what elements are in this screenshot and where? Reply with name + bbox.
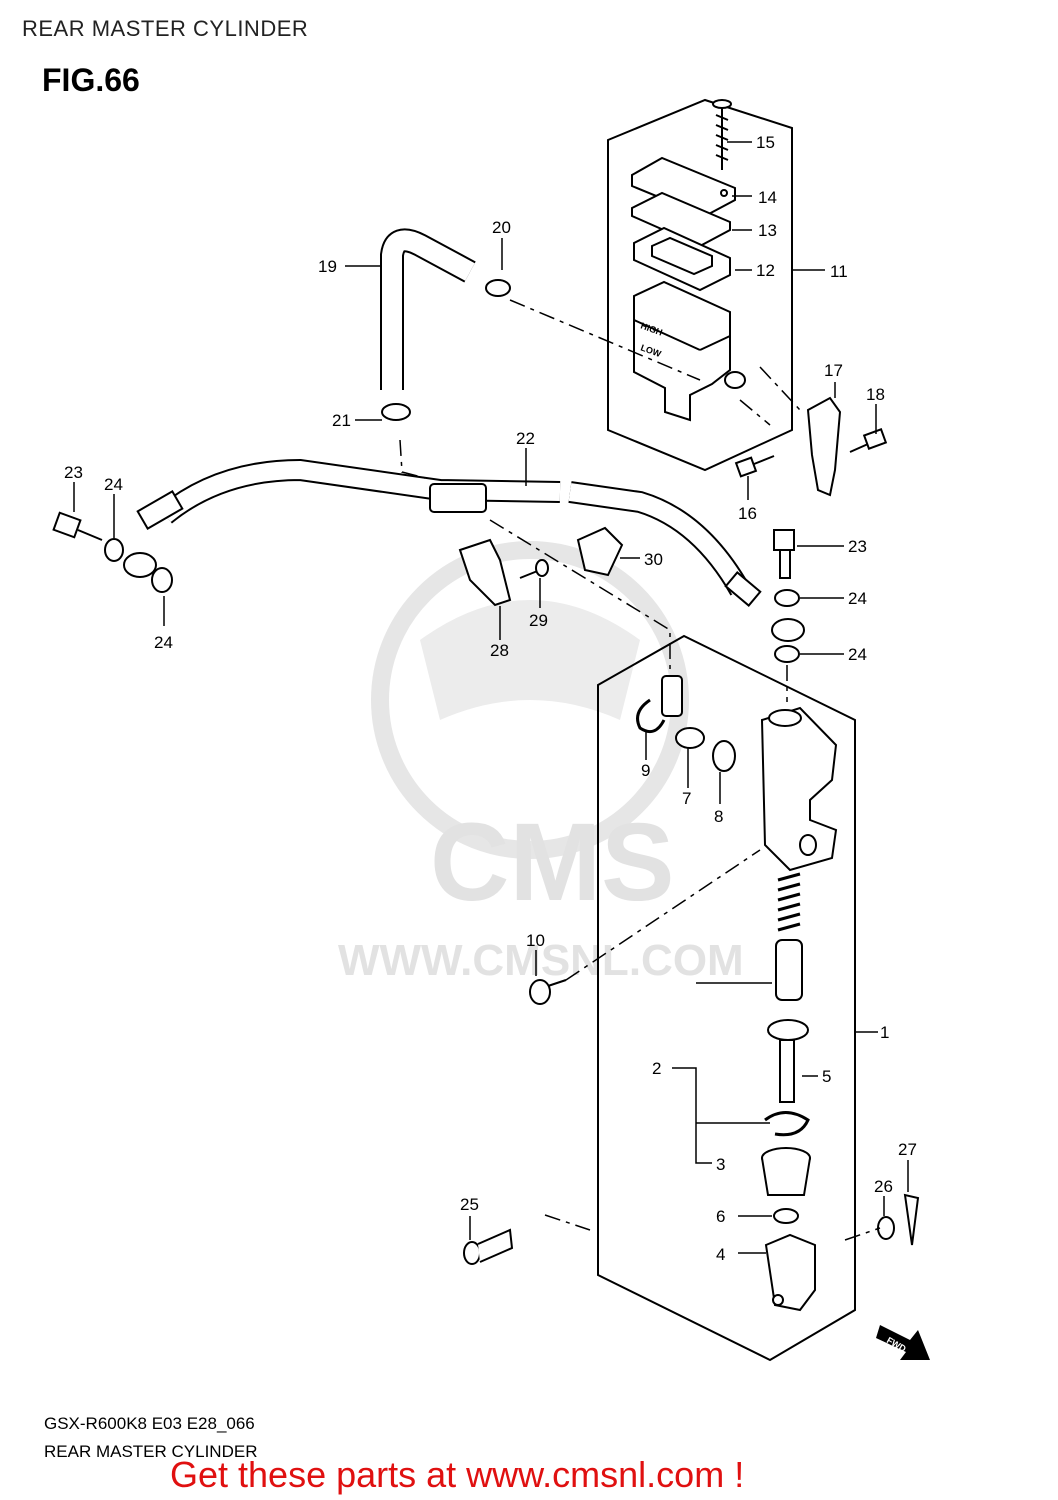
section-name: REAR MASTER CYLINDER: [44, 1442, 258, 1461]
piston-assembly-2: [767, 939, 809, 1041]
callout-25: 25: [460, 1195, 479, 1214]
plate-13: [631, 191, 731, 248]
guide-lines: [399, 299, 881, 1241]
boot-3: [761, 1147, 811, 1196]
callout-3: 3: [716, 1155, 725, 1174]
callout-2: 2: [652, 1059, 661, 1078]
washer-26: [877, 1216, 895, 1240]
bracket-17: [806, 396, 842, 497]
callout-labels: 1 2 3 4 5 6 7 8 9 10 11 12 13 14 15 16 1…: [64, 133, 917, 1264]
callout-6: 6: [716, 1207, 725, 1226]
reservoir-group-box: [607, 98, 793, 472]
bolt-10: [529, 979, 567, 1005]
watermark: CMS WWW.CMSNL.COM: [338, 541, 744, 985]
circlip-9: [636, 698, 666, 734]
callout-24-right-top: 24: [848, 589, 867, 608]
reservoir-cap-14: [631, 156, 736, 218]
promo-link[interactable]: Get these parts at www.cmsnl.com !: [170, 1454, 745, 1495]
clevis-4: [764, 1233, 816, 1312]
callout-4: 4: [716, 1245, 725, 1264]
nut-6: [773, 1208, 799, 1224]
master-cylinder-body: [760, 706, 838, 872]
screw-15: [712, 99, 732, 170]
diaphragm-12: [633, 226, 731, 292]
clamp-20: [485, 279, 511, 297]
bolt-18: [849, 428, 888, 453]
washers-24: [104, 538, 800, 663]
callout-21: 21: [332, 411, 351, 430]
callout-30: 30: [644, 550, 663, 569]
clamp-28: [458, 538, 512, 607]
o-ring-8: [712, 740, 736, 772]
callout-8: 8: [714, 807, 723, 826]
callout-5: 5: [822, 1067, 831, 1086]
figure-number: FIG.66: [42, 62, 140, 98]
callout-22: 22: [516, 429, 535, 448]
elbow-inlet-7: [661, 675, 705, 749]
callout-14: 14: [758, 188, 777, 207]
callout-24-right-bottom: 24: [848, 645, 867, 664]
callout-27: 27: [898, 1140, 917, 1159]
union-bolt-23-left: [52, 511, 103, 541]
hose-grommet: [429, 483, 487, 513]
callout-17: 17: [824, 361, 843, 380]
clamp-21: [381, 403, 411, 421]
callout-18: 18: [866, 385, 885, 404]
watermark-url: WWW.CMSNL.COM: [338, 936, 744, 985]
callout-26: 26: [874, 1177, 893, 1196]
callout-7: 7: [682, 789, 691, 808]
master-cylinder-group-box: [597, 634, 856, 1362]
callout-15: 15: [756, 133, 775, 152]
callout-28: 28: [490, 641, 509, 660]
callout-20: 20: [492, 218, 511, 237]
callout-23-right: 23: [848, 537, 867, 556]
union-bolt-23-right: [773, 529, 795, 579]
callout-16: 16: [738, 504, 757, 523]
callout-11: 11: [830, 262, 848, 281]
callout-23-left: 23: [64, 463, 83, 482]
model-code: GSX-R600K8 E03 E28_066: [44, 1414, 255, 1433]
pushrod-5: [779, 1039, 795, 1103]
spring: [777, 872, 801, 932]
callout-10: 10: [526, 931, 545, 950]
callout-24-left-bottom: 24: [154, 633, 173, 652]
fwd-arrow: FWD: [876, 1325, 930, 1360]
callout-12: 12: [756, 261, 775, 280]
callout-29: 29: [529, 611, 548, 630]
callout-24-left-top: 24: [104, 475, 123, 494]
callout-9: 9: [641, 761, 650, 780]
pin-25: [463, 1228, 514, 1265]
callout-19: 19: [318, 257, 337, 276]
hose-fitting-right: [724, 571, 805, 642]
circlip-ring: [764, 1111, 810, 1137]
bolt-16: [734, 455, 775, 478]
leader-lines: [73, 141, 909, 1254]
screw-29: [519, 559, 549, 579]
watermark-brand: CMS: [430, 801, 674, 924]
callout-1: 1: [880, 1023, 889, 1042]
callout-13: 13: [758, 221, 777, 240]
clamp-30: [576, 526, 624, 577]
cotter-pin-27: [903, 1193, 920, 1246]
reservoir-body: HIGH LOW: [633, 280, 746, 422]
page-header-title: REAR MASTER CYLINDER: [22, 16, 309, 41]
hose-fitting-left: [123, 489, 184, 578]
